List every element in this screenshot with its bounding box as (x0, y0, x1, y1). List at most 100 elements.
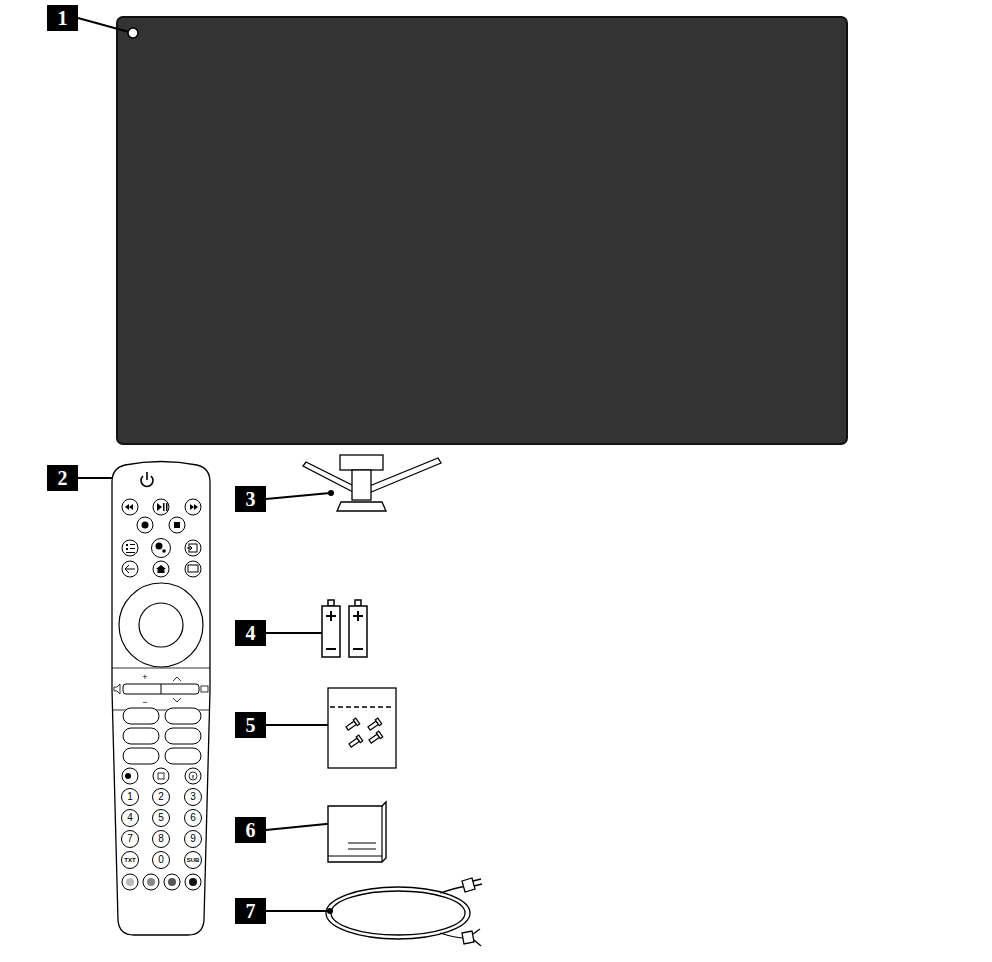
illustration-part (156, 565, 166, 573)
illustration-part (322, 606, 340, 657)
callout-number: 4 (235, 620, 266, 646)
illustration-part (189, 878, 197, 886)
illustration-part (139, 603, 183, 647)
key-label: SUB (187, 857, 200, 863)
illustration-part (349, 606, 367, 657)
illustration-part (117, 17, 847, 444)
illustration-part (345, 718, 383, 748)
callout-number: 2 (58, 468, 68, 488)
illustration-part (168, 878, 176, 886)
illustration-part (153, 789, 170, 806)
illustration-part (142, 522, 149, 529)
illustration-part (122, 852, 139, 869)
illustration-part (235, 486, 266, 512)
illustration-part (328, 856, 382, 857)
illustration-part (147, 878, 155, 886)
illustration-part (125, 773, 131, 779)
key-label: 2 (158, 792, 164, 802)
illustration-part (322, 600, 367, 657)
key-label: 6 (186, 811, 201, 826)
illustration-part (440, 886, 466, 893)
illustration-part (125, 504, 133, 510)
callout-number: 5 (235, 712, 266, 738)
illustration-part (125, 503, 198, 573)
key-label: 5 (154, 811, 169, 826)
key-label: 1 (127, 792, 133, 802)
illustration-part (462, 878, 475, 892)
callout-number: 4 (246, 623, 256, 643)
illustration-part (153, 499, 169, 515)
illustration-part (122, 810, 139, 827)
illustration-part (340, 455, 383, 470)
illustration-part (348, 843, 376, 844)
illustration-part (326, 648, 336, 650)
key-label: 7 (123, 832, 138, 847)
volume-sign: − (142, 698, 147, 707)
illustration-part (375, 718, 381, 725)
illustration-part (146, 472, 148, 480)
illustration-part (125, 544, 198, 573)
key-label: 5 (158, 813, 164, 823)
illustration-part (326, 887, 470, 939)
key-label: SUB (186, 853, 201, 868)
callout-number: 2 (47, 465, 78, 491)
illustration-part (122, 768, 201, 784)
illustration-part (185, 810, 202, 827)
illustration-part (130, 548, 135, 549)
illustration-part (235, 712, 266, 738)
illustration-part (266, 910, 328, 912)
key-label: 9 (186, 832, 201, 847)
illustration-part (161, 684, 162, 694)
illustration-part (473, 879, 482, 946)
illustration-part (201, 686, 208, 692)
callout-number: 6 (246, 820, 256, 840)
illustration-part (473, 879, 481, 881)
illustration-part (165, 748, 201, 764)
callout-number: 5 (246, 715, 256, 735)
illustration-part (114, 684, 120, 694)
illustration-part (474, 884, 482, 886)
illustration-part (185, 852, 202, 869)
illustration-part (123, 748, 159, 764)
illustration-part (122, 789, 202, 891)
illustration-part (353, 615, 363, 617)
illustration-part (328, 688, 396, 768)
illustration-part (381, 806, 382, 862)
illustration-part (174, 522, 180, 528)
illustration-part (235, 817, 266, 843)
illustration-part (153, 768, 169, 784)
illustration-part (126, 552, 135, 553)
illustration-part (185, 789, 202, 806)
illustration-part (187, 546, 192, 550)
illustration-part (326, 615, 336, 617)
illustration-part (185, 499, 201, 515)
illustration-part (188, 565, 198, 572)
illustration-part (166, 503, 168, 511)
illustration-part (153, 810, 170, 827)
illustration-part (367, 718, 382, 731)
key-label: 3 (190, 792, 196, 802)
illustration-part (152, 539, 171, 558)
illustration-part (125, 565, 135, 573)
illustration-part (189, 772, 197, 780)
volume-sign: + (142, 673, 147, 682)
illustration-part (185, 768, 201, 784)
illustration-part (348, 849, 376, 850)
illustration-part (185, 540, 201, 556)
illustration-part (112, 668, 210, 669)
illustration-part (156, 543, 163, 550)
illustration-part (173, 677, 181, 681)
illustration-part (126, 548, 128, 550)
illustration-part (143, 874, 159, 890)
illustration-part (326, 611, 363, 649)
illustration-part (173, 698, 181, 702)
illustration-part (474, 940, 481, 946)
illustration-part (122, 499, 201, 577)
illustration-part (328, 600, 334, 606)
illustration-part (119, 583, 203, 667)
illustration-part (163, 503, 165, 511)
illustration-part (356, 735, 362, 742)
illustration-part (266, 493, 330, 499)
illustration-part (185, 561, 201, 577)
